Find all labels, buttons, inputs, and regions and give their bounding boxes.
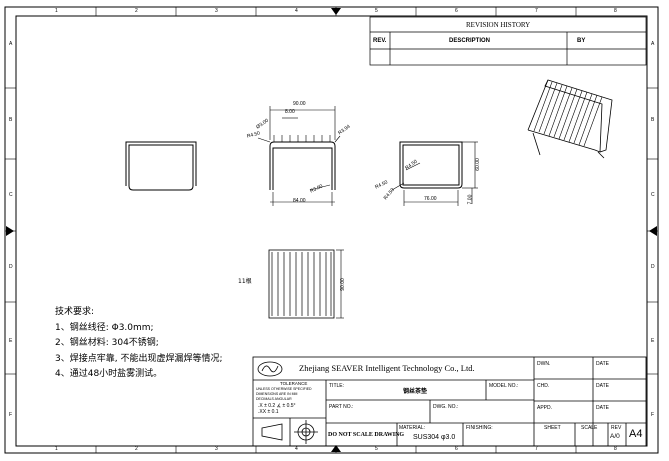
dim-top-pitch: 8.00: [285, 109, 295, 115]
col-label-6: 6: [455, 8, 458, 14]
tolerance-line-3: DECIMALS ANGULAR: [256, 397, 292, 401]
rev-label: REV: [611, 425, 622, 431]
revision-col-rev: REV.: [373, 38, 387, 44]
sheet-size: A4: [629, 428, 643, 440]
row-label-f: F: [9, 412, 13, 418]
revision-title: REVISION HISTORY: [466, 21, 531, 29]
view-side: [391, 141, 478, 206]
tolerance-line-4: .X ± 0.2 ∡ ± 0.5°: [258, 403, 296, 409]
col-label-1-bottom: 1: [55, 446, 58, 452]
date-label-2: DATE: [596, 383, 609, 389]
material-label: MATERIAL:: [399, 425, 426, 431]
view-plan: [268, 249, 344, 319]
row-label-d: D: [9, 264, 13, 270]
rev-value: A/0: [610, 433, 620, 440]
dim-side-height: 60.00: [474, 158, 481, 171]
dim-top-width-outer: 90.00: [293, 101, 306, 107]
plan-bar-count: 11根: [238, 278, 252, 285]
tolerance-line-2: DIMENSIONS ARE IN MM: [256, 392, 298, 396]
notes-title: 技术要求:: [55, 307, 95, 317]
dim-side-width: 76.00: [424, 196, 437, 202]
row-label-e-right: E: [651, 338, 655, 344]
revision-col-description: DESCRIPTION: [449, 38, 491, 44]
col-label-5-bottom: 5: [375, 446, 378, 452]
col-label-4: 4: [295, 8, 298, 14]
model-label: MODEL NO.:: [489, 383, 519, 389]
notes-item-2: 2、钢丝材料: 304不锈钢;: [55, 338, 159, 348]
row-label-c-right: C: [651, 192, 655, 198]
col-label-2-bottom: 2: [135, 446, 138, 452]
dim-top-width-inner: 84.00: [293, 198, 306, 204]
tolerance-line-5: .XX ± 0.1: [258, 409, 279, 415]
finishing-label: FINISHING:: [466, 425, 493, 431]
row-label-d-right: D: [651, 264, 655, 270]
title-value: 钢丝茶垫: [403, 388, 428, 395]
col-label-8: 8: [614, 8, 617, 14]
tolerance-line-1: UNLESS OTHERWISE SPECIFIED: [256, 387, 312, 391]
revision-table: [369, 16, 647, 66]
col-label-5: 5: [375, 8, 378, 14]
notes-item-4: 4、通过48小时盐雾测试。: [55, 369, 163, 379]
title-label: TITLE:: [329, 383, 345, 389]
notes-item-3: 3、焊接点牢靠, 不能出现虚焊漏焊等情况;: [55, 354, 223, 364]
col-label-3-bottom: 3: [215, 446, 218, 452]
center-mark-bottom: [331, 445, 341, 452]
date-label-3: DATE: [596, 405, 609, 411]
chd-label: CHD.: [537, 383, 550, 389]
notes-item-1: 1、钢丝线径: Φ3.0mm;: [55, 323, 154, 333]
title-block: [252, 356, 647, 447]
dwg-label: DWG. NO.:: [433, 404, 459, 410]
col-label-4-bottom: 4: [295, 446, 298, 452]
view-iso: [527, 79, 613, 159]
dwn-label: DWN.: [537, 361, 551, 367]
company-name: Zhejiang SEAVER Intelligent Technology C…: [299, 363, 475, 373]
material-value: SUS304 φ3.0: [413, 434, 456, 441]
no-scale-note: DO NOT SCALE DRAWING: [328, 432, 405, 438]
date-label-1: DATE: [596, 361, 609, 367]
center-mark-top: [331, 8, 341, 15]
scale-label: SCALE: [581, 425, 598, 431]
col-label-2: 2: [135, 8, 138, 14]
company-logo: [257, 361, 283, 377]
projection-symbol-icon: [261, 420, 318, 444]
row-label-a-right: A: [651, 41, 655, 47]
view-left: [125, 141, 197, 191]
row-label-b-right: B: [651, 117, 655, 123]
dim-plan-length: 90.00: [339, 278, 346, 291]
row-label-f-right: F: [651, 412, 655, 418]
row-label-c: C: [9, 192, 13, 198]
dim-side-small: 7.00: [467, 194, 474, 205]
revision-col-by: BY: [577, 38, 586, 44]
col-label-7-bottom: 7: [535, 446, 538, 452]
center-mark-left: [6, 226, 14, 236]
tolerance-title: TOLERANCE: [280, 381, 308, 386]
col-label-1: 1: [55, 8, 58, 14]
part-label: PART NO.:: [329, 404, 354, 410]
col-label-6-bottom: 6: [455, 446, 458, 452]
appd-label: APPD.: [537, 405, 553, 411]
row-label-e: E: [9, 338, 13, 344]
row-label-a: A: [9, 41, 13, 47]
view-top: [257, 106, 341, 206]
col-label-7: 7: [535, 8, 538, 14]
row-label-b: B: [9, 117, 13, 123]
sheet-label: SHEET: [544, 425, 561, 431]
col-label-3: 3: [215, 8, 218, 14]
center-mark-right: [649, 226, 657, 236]
col-label-8-bottom: 8: [614, 446, 617, 452]
